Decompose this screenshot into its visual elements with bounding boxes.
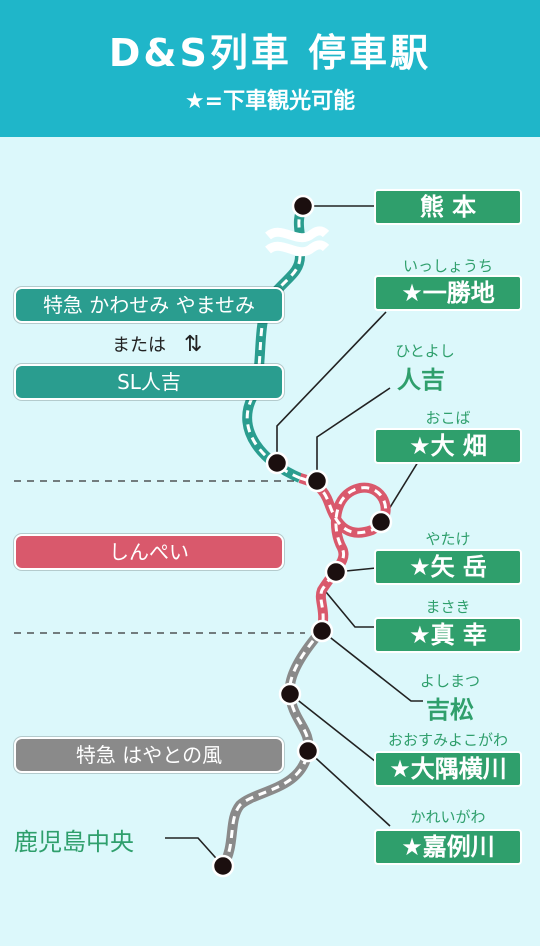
station-osumiyokogawa: ★大隅横川 xyxy=(374,751,522,787)
dot-okoba xyxy=(369,510,393,534)
ruby-osumiyokogawa: おおすみよこがわ xyxy=(387,731,508,749)
dot-osumiyokogawa xyxy=(296,739,320,763)
track-shinpei xyxy=(298,473,391,631)
dot-isshochi xyxy=(265,451,289,475)
dot-yoshimatsu xyxy=(278,682,302,706)
page-title: D&S列車 停車駅 xyxy=(108,31,432,75)
ruby-yatake: やたけ xyxy=(425,530,471,548)
or-label: または xyxy=(112,335,166,356)
line-break-icon xyxy=(265,226,330,257)
leader-kagoshima xyxy=(165,837,224,867)
station-yatake: ★矢 岳 xyxy=(374,549,522,585)
station-yoshimatsu: 吉松 xyxy=(426,696,474,724)
train-kawasemi-label: 特急 かわせみ やませみ xyxy=(16,289,282,321)
or-text: または ⇅ xyxy=(112,331,252,357)
station-okoba: ★大 畑 xyxy=(374,428,522,464)
ruby-masaki: まさき xyxy=(425,598,471,616)
station-hitoyoshi: 人吉 xyxy=(397,366,445,394)
leader-hitoyoshi xyxy=(316,387,391,481)
ruby-kareigawa: かれいがわ xyxy=(410,808,486,826)
leader-yoshimatsu xyxy=(321,630,423,702)
station-kumamoto: 熊 本 xyxy=(374,189,522,225)
station-kareigawa: ★嘉例川 xyxy=(374,829,522,865)
page-subtitle: ★=下車観光可能 xyxy=(184,89,356,114)
leader-kareigawa xyxy=(307,750,391,827)
train-hayato-label: 特急 はやとの風 xyxy=(16,739,282,771)
ruby-yoshimatsu: よしまつ xyxy=(419,672,480,690)
leader-osumiyokogawa xyxy=(289,693,391,774)
train-shinpei-label: しんぺい xyxy=(16,536,282,568)
station-isshochi: ★一勝地 xyxy=(374,275,522,311)
station-kagoshima-chuo: 鹿児島中央 xyxy=(14,828,134,856)
header-banner: D&S列車 停車駅 ★=下車観光可能 xyxy=(0,0,540,137)
ruby-okoba: おこば xyxy=(425,409,471,427)
dot-masaki xyxy=(310,619,334,643)
station-dots xyxy=(211,194,393,878)
ruby-hitoyoshi: ひとよし xyxy=(395,342,455,360)
dot-hitoyoshi xyxy=(305,469,329,493)
ruby-isshochi: いっしょうち xyxy=(402,257,493,275)
dot-kagoshima xyxy=(211,854,235,878)
dot-yatake xyxy=(324,560,348,584)
train-sl-label: SL人吉 xyxy=(16,366,282,398)
station-masaki: ★真 幸 xyxy=(374,617,522,653)
swap-arrows-icon: ⇅ xyxy=(184,332,203,357)
leader-isshochi xyxy=(276,311,387,463)
leader-masaki xyxy=(325,591,376,628)
dot-kumamoto xyxy=(291,194,315,218)
